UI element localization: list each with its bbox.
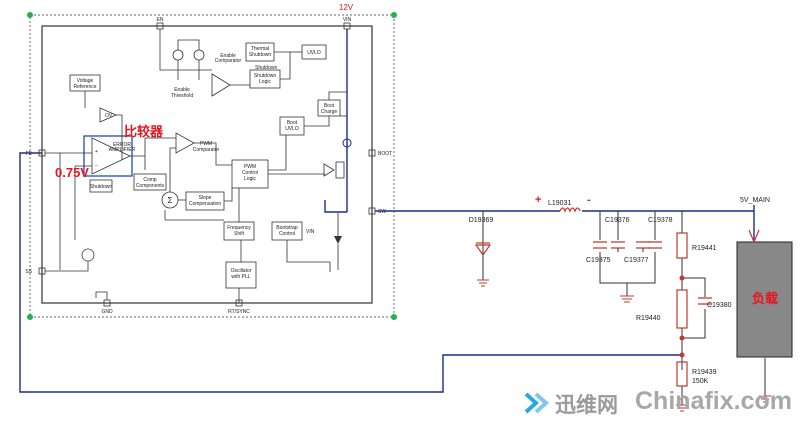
pin-en-label: EN <box>157 17 164 23</box>
svg-text:Enable: Enable <box>174 87 190 93</box>
inductor-label: L19031 <box>548 200 571 207</box>
svg-text:Bootstrap: Bootstrap <box>276 225 298 231</box>
minus-label: - <box>587 194 591 206</box>
svg-text:Shutdown: Shutdown <box>254 73 276 79</box>
watermark-logo-icon <box>522 388 552 418</box>
diode-label: D19369 <box>469 217 494 224</box>
r19439-value: 150K <box>692 378 709 385</box>
svg-text:Shutdown: Shutdown <box>90 184 112 190</box>
svg-text:Σ: Σ <box>168 196 173 205</box>
c19376-label: C19376 <box>605 217 630 224</box>
watermark-cn: 迅维网 <box>555 393 618 417</box>
freewheel-diode-internal <box>334 236 342 244</box>
svg-text:OV: OV <box>105 113 113 119</box>
r19439-label: R19439 <box>692 369 717 376</box>
svg-text:UVLO: UVLO <box>285 126 299 132</box>
svg-text:Control: Control <box>242 170 258 176</box>
svg-text:Shift: Shift <box>234 231 245 237</box>
selection-handles[interactable] <box>27 12 397 320</box>
selection-frame <box>29 14 395 318</box>
junction-mid <box>679 275 685 281</box>
resistor-r19439 <box>676 361 688 387</box>
enable-comparator <box>211 73 231 97</box>
svg-text:Shutdown: Shutdown <box>249 52 271 58</box>
junction-low <box>679 335 685 341</box>
svg-text:−: − <box>95 163 98 169</box>
svg-text:Frequency: Frequency <box>227 225 251 231</box>
external-wiring <box>19 152 766 405</box>
c19378-label: C19378 <box>648 217 673 224</box>
high-side-driver <box>323 163 335 177</box>
svg-text:VIN: VIN <box>306 229 315 235</box>
pin-ss-label: SS <box>25 269 32 275</box>
svg-text:UVLO: UVLO <box>307 50 321 56</box>
svg-text:Charge: Charge <box>321 109 338 115</box>
resistor-r19440 <box>676 289 688 329</box>
watermark-en: Chinafix.com <box>635 387 792 415</box>
ground-symbols <box>477 279 771 412</box>
svg-text:Threshold: Threshold <box>171 93 193 99</box>
svg-text:Boot: Boot <box>324 103 335 109</box>
supply-12v-label: 12V <box>339 3 354 12</box>
pin-sw-label: SW <box>378 209 386 215</box>
svg-text:Voltage: Voltage <box>77 78 94 84</box>
comparator-cn-label: 比较器 <box>124 124 164 139</box>
svg-text:Oscillator: Oscillator <box>231 268 252 274</box>
svg-text:+: + <box>95 149 98 155</box>
pin-rt-sync-label: RT/SYNC <box>228 309 250 315</box>
r19440-label: R19440 <box>636 315 661 322</box>
svg-text:Shutdown: Shutdown <box>255 65 277 71</box>
svg-text:Comp: Comp <box>143 177 157 183</box>
pin-vin-label: VIN <box>343 17 352 23</box>
svg-text:Logic: Logic <box>244 176 256 182</box>
comp-components-block <box>133 173 167 191</box>
svg-text:Comparator: Comparator <box>215 58 242 64</box>
c19377-label: C19377 <box>624 257 649 264</box>
pin-boot-label: BOOT <box>378 151 392 157</box>
load-cn-label: 负载 <box>752 291 778 306</box>
svg-text:Reference: Reference <box>73 84 96 90</box>
svg-text:Enable: Enable <box>220 53 236 59</box>
svg-text:Control: Control <box>279 231 295 237</box>
c19375-label: C19375 <box>586 257 611 264</box>
inductor-symbol <box>559 207 581 213</box>
svg-text:Logic: Logic <box>259 79 271 85</box>
svg-text:PWM: PWM <box>200 141 212 147</box>
svg-text:Comparator: Comparator <box>193 147 220 153</box>
ic-outline <box>41 25 373 304</box>
error-amplifier <box>91 137 131 175</box>
resistor-r19441 <box>676 232 688 259</box>
svg-text:Thermal: Thermal <box>251 46 269 52</box>
load-block <box>736 241 793 358</box>
soft-start-current-source <box>81 248 95 262</box>
diode-symbol <box>474 244 492 257</box>
net-5v-main-label: 5V_MAIN <box>740 197 770 204</box>
svg-text:PWM: PWM <box>244 164 256 170</box>
plus-label: + <box>535 194 541 206</box>
junction-fb <box>679 352 685 358</box>
c19380-label: C19380 <box>707 302 732 309</box>
svg-text:Compensation: Compensation <box>189 201 221 207</box>
current-source-1 <box>172 49 184 61</box>
svg-text:Slope: Slope <box>199 195 212 201</box>
svg-text:with PLL: with PLL <box>231 274 250 280</box>
ov-comparator <box>99 107 117 123</box>
ref-voltage-label: 0.75V <box>55 165 89 180</box>
pin-boot <box>368 149 376 157</box>
pin-gnd-label: GND <box>101 309 113 315</box>
high-side-mosfet <box>335 161 345 179</box>
svg-text:Boot: Boot <box>287 120 298 126</box>
watermark: 迅维网 Chinafix.com <box>520 384 800 424</box>
r19441-label: R19441 <box>692 245 717 252</box>
shutdown-small-block <box>89 179 113 193</box>
internal-wiring <box>45 29 347 303</box>
current-source-2 <box>193 49 205 61</box>
pin-fb-label: FB <box>26 151 33 157</box>
svg-text:Components: Components <box>136 183 165 189</box>
current-sense <box>342 138 352 148</box>
power-rail <box>324 29 348 213</box>
pwm-comparator <box>175 132 195 154</box>
